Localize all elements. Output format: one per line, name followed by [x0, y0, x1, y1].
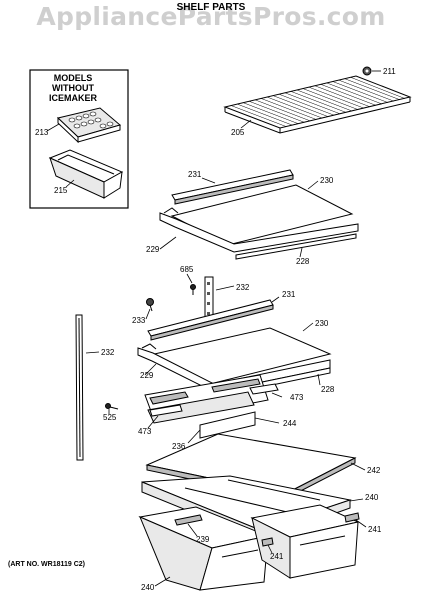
- callout-525: 525: [103, 413, 117, 422]
- humidity-control-241: [261, 512, 360, 547]
- callout-241-right: 241: [368, 525, 382, 534]
- callout-473-right: 473: [290, 393, 304, 402]
- wire-shelf-205: [223, 75, 412, 134]
- ice-tray-213: [56, 107, 122, 144]
- upper-shelf-rail-228: [235, 233, 357, 260]
- callout-244: 244: [283, 419, 297, 428]
- callout-241-center: 241: [270, 552, 284, 561]
- callout-228-upper: 228: [296, 257, 310, 266]
- callout-211: 211: [383, 67, 396, 76]
- callout-229-upper: 229: [146, 245, 160, 254]
- callout-233: 233: [132, 316, 146, 325]
- humidity-control-239: [174, 514, 203, 526]
- models-without-icemaker-box: [29, 69, 129, 209]
- callout-231-upper: 231: [188, 170, 202, 179]
- callout-232-bracket: 232: [236, 283, 250, 292]
- callout-215: 215: [54, 186, 68, 195]
- upper-shelf-trim-231: [171, 169, 294, 205]
- drawer-slide-473: [149, 383, 279, 417]
- drawer-frame-236: [144, 374, 269, 439]
- screw-685: [190, 284, 196, 295]
- clip-233: [146, 298, 154, 312]
- models-without-icemaker-heading: MODELS WITHOUT ICEMAKER: [32, 73, 114, 103]
- callout-685: 685: [180, 265, 194, 274]
- callout-239: 239: [196, 535, 210, 544]
- callout-205: 205: [231, 128, 245, 137]
- callout-228-middle: 228: [321, 385, 335, 394]
- box-title-line2: ICEMAKER: [48, 93, 97, 103]
- shelf-stop-211: [362, 66, 372, 76]
- middle-shelf-trim-231: [147, 299, 274, 341]
- crisper-drawer-right-240: [250, 504, 360, 579]
- callout-213: 213: [35, 128, 49, 137]
- callout-231-middle: 231: [282, 290, 296, 299]
- callout-242: 242: [367, 466, 381, 475]
- screw-525: [105, 403, 119, 410]
- box-title-line1: MODELS WITHOUT: [52, 73, 94, 93]
- callout-230-middle: 230: [315, 319, 329, 328]
- callout-236: 236: [172, 442, 186, 451]
- watermark: AppliancePartsPros.com: [36, 2, 386, 31]
- art-number: (ART NO. WR18119 C2): [8, 561, 86, 568]
- page-title: SHELF PARTS: [176, 2, 246, 13]
- callout-229-middle: 229: [140, 371, 154, 380]
- callout-473-left: 473: [138, 427, 152, 436]
- callout-240-left: 240: [141, 583, 155, 592]
- vertical-rail-232: [75, 314, 84, 461]
- upper-shelf-frame-229: [159, 207, 359, 253]
- callout-230-upper: 230: [320, 176, 334, 185]
- callout-232-rail: 232: [101, 348, 115, 357]
- ice-bin-215: [48, 149, 124, 199]
- callout-240-right: 240: [365, 493, 379, 502]
